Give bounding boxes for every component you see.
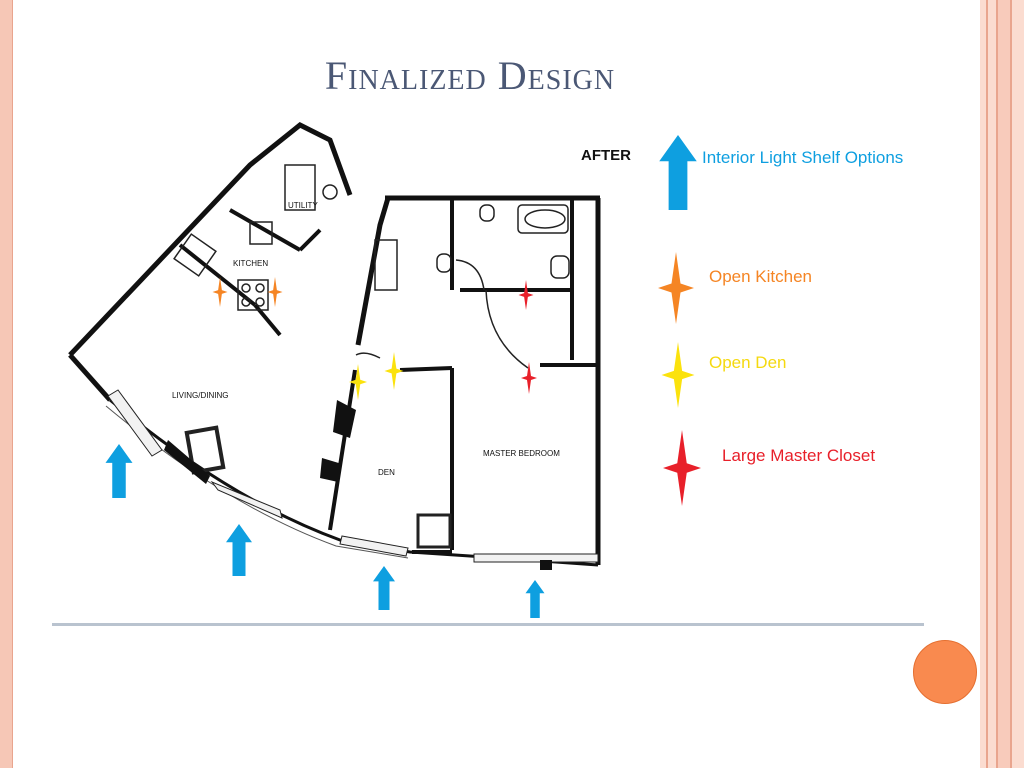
interior-walls bbox=[178, 198, 598, 554]
room-label-kitchen: KITCHEN bbox=[233, 259, 268, 268]
red-star-icon bbox=[663, 430, 701, 506]
after-label: AFTER bbox=[581, 147, 631, 164]
legend-label-light-shelf: Interior Light Shelf Options bbox=[702, 148, 904, 167]
room-label-utility: UTILITY bbox=[288, 201, 318, 210]
red-star-icon bbox=[518, 280, 534, 310]
legend-label-master-closet: Large Master Closet bbox=[722, 446, 876, 465]
orange-circle-decoration bbox=[913, 640, 977, 704]
legend-label-open-den: Open Den bbox=[709, 353, 787, 372]
legend-icons bbox=[658, 135, 701, 506]
left-frame-border bbox=[0, 0, 13, 768]
exterior-walls bbox=[68, 122, 601, 565]
room-label-master-bedroom: MASTER BEDROOM bbox=[483, 449, 560, 458]
orange-star-icon bbox=[267, 277, 283, 307]
blue-arrow-icon bbox=[659, 135, 697, 210]
slide-title: Finalized Design bbox=[324, 53, 616, 98]
blue-arrow-icon bbox=[373, 566, 395, 610]
blue-arrow-icon bbox=[226, 524, 252, 576]
divider-line bbox=[52, 623, 924, 626]
room-label-living: LIVING/DINING bbox=[172, 391, 228, 400]
fixtures bbox=[173, 164, 570, 549]
blue-arrow-icon bbox=[105, 444, 133, 498]
right-frame-border bbox=[980, 0, 1024, 768]
yellow-star-icon bbox=[661, 342, 695, 408]
blue-arrow-icon bbox=[525, 580, 545, 618]
legend-label-open-kitchen: Open Kitchen bbox=[709, 267, 813, 286]
yellow-star-icon bbox=[384, 352, 404, 390]
orange-star-icon bbox=[658, 252, 694, 324]
room-label-den: DEN bbox=[378, 468, 395, 477]
red-star-icon bbox=[521, 362, 537, 394]
